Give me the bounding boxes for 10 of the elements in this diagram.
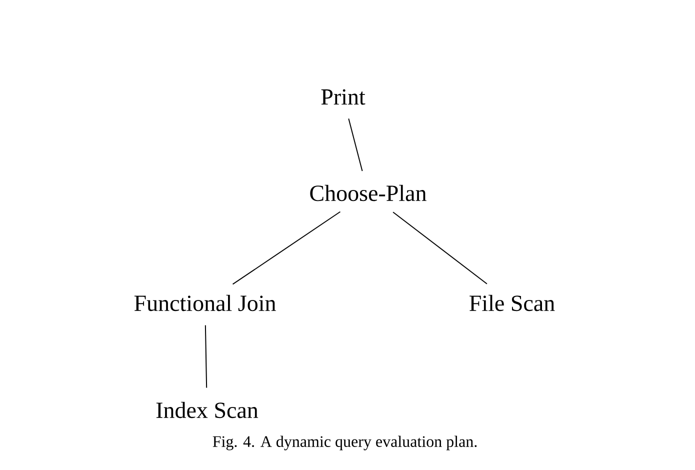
plan-operator: File Scan	[470, 294, 555, 312]
plan-operator: Choose-Plan	[310, 184, 426, 202]
plan-operator: Index Scan	[156, 402, 258, 418]
plan-operator: Functional Join	[134, 294, 276, 312]
tree-edge	[392, 212, 488, 284]
caption: Fig. 4. A dynamic query evaluation plan.	[212, 436, 477, 450]
plan-operator: Print	[321, 89, 366, 105]
tree-edge	[232, 211, 341, 285]
tree-edge	[204, 324, 208, 388]
tree-edge	[348, 118, 363, 172]
